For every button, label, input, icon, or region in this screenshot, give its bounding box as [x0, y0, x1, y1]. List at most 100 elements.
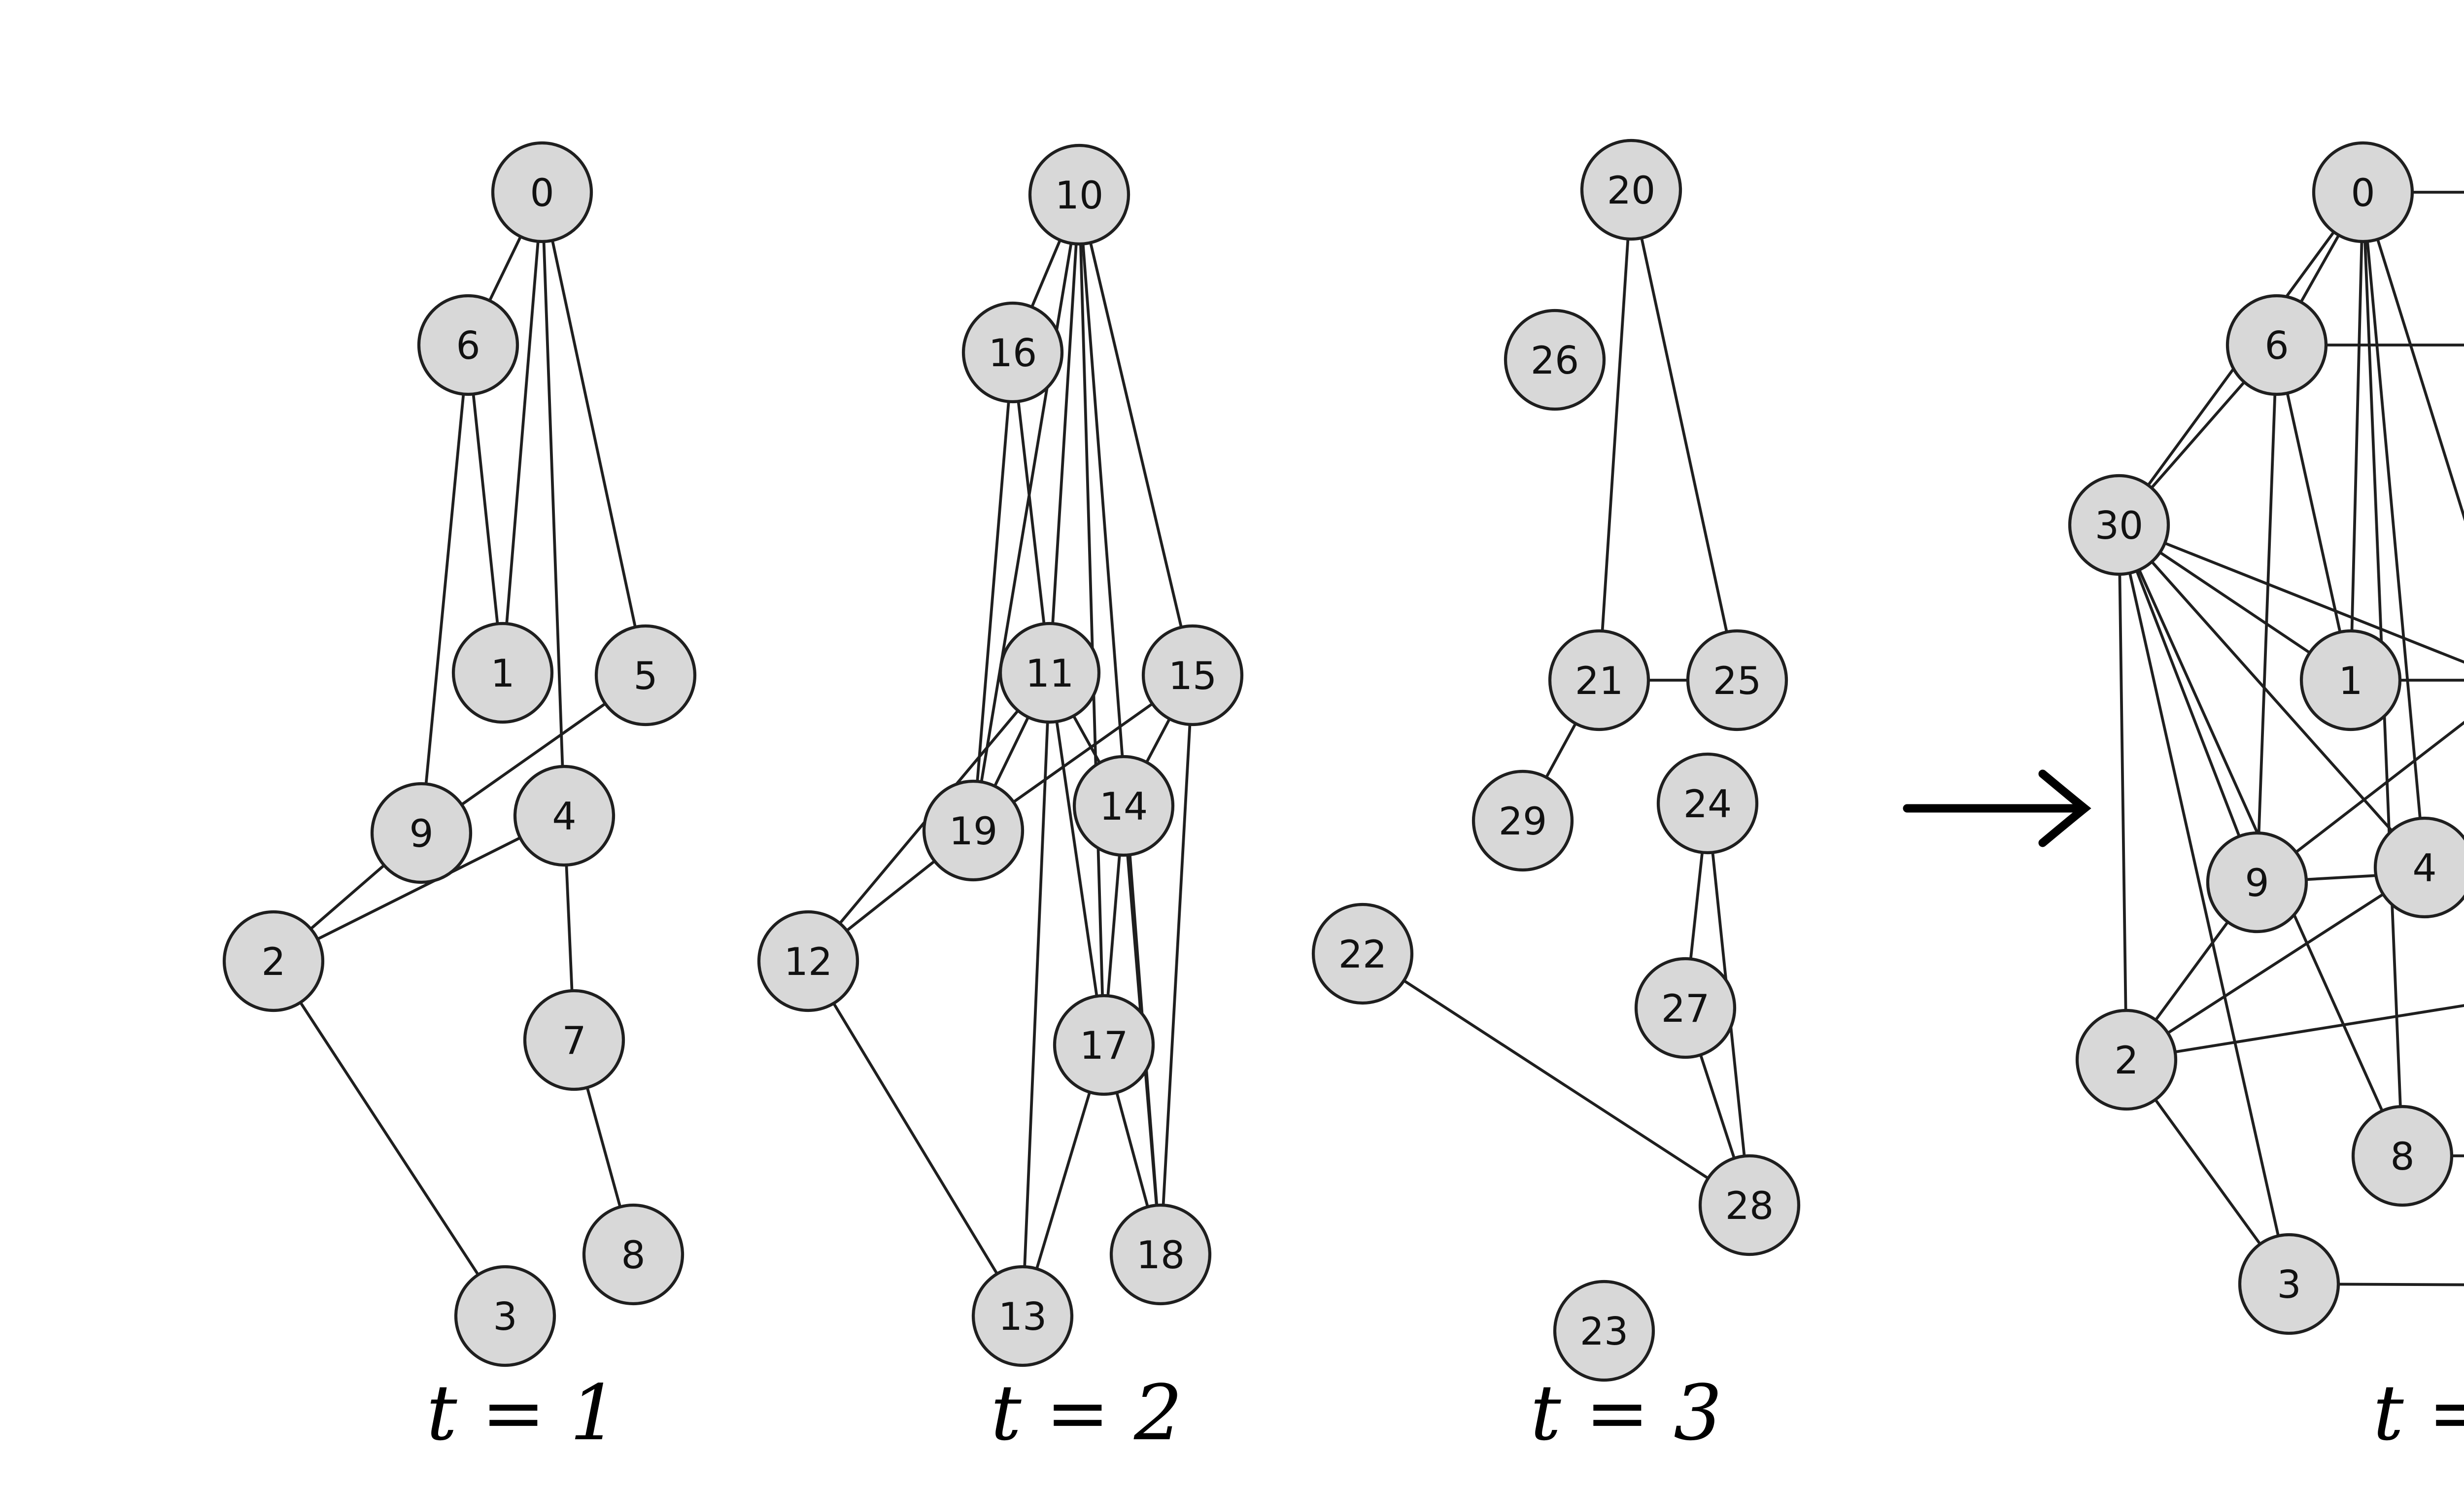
graph-node-t1-8: 8	[582, 1203, 684, 1306]
node-label: 14	[1099, 785, 1148, 829]
graph-node-t2-15: 15	[1141, 624, 1244, 727]
graph-node-supra-9: 9	[2206, 831, 2308, 934]
node-circle	[1472, 769, 1574, 872]
node-circle	[998, 622, 1101, 724]
node-circle	[2373, 816, 2464, 919]
graph-node-t2-14: 14	[1072, 755, 1175, 857]
node-circle	[2225, 294, 2328, 396]
time-label-t3-0: t = 3	[1530, 1368, 1722, 1457]
node-label: 25	[1713, 659, 1762, 703]
node-circle	[1656, 752, 1759, 855]
node-circle	[1548, 629, 1650, 731]
node-label: 17	[1080, 1024, 1129, 1068]
node-circle	[2299, 629, 2402, 731]
graph-edge-t1-0-1	[501, 191, 544, 674]
graph-edge-t2-11-13	[1021, 671, 1051, 1318]
graph-edge-t1-2-3	[272, 960, 507, 1318]
node-label: 30	[2095, 504, 2144, 548]
node-label: 24	[1683, 782, 1732, 827]
node-circle	[2068, 474, 2170, 576]
node-circle	[1053, 994, 1155, 1096]
graph-edge-supra-6-1	[2275, 344, 2352, 682]
node-circle	[222, 910, 325, 1012]
graph-edge-supra-30-9	[2118, 523, 2259, 884]
graph-edge-supra-5-9	[2256, 721, 2464, 884]
graph-node-t3-28: 28	[1698, 1154, 1801, 1256]
graph-edge-t3-20-25	[1630, 188, 1739, 682]
graph-edge-supra-0-5	[2361, 191, 2464, 521]
arrow-icon	[1903, 769, 2091, 847]
graph-edge-t2-15-18	[1159, 674, 1194, 1256]
node-circle	[454, 1265, 556, 1367]
node-circle	[451, 622, 554, 724]
node-label: 2	[2114, 1039, 2138, 1083]
graph-node-t1-0: 0	[491, 141, 593, 243]
graph-node-t2-13: 13	[971, 1265, 1074, 1367]
node-circle	[417, 294, 519, 396]
graph-node-t1-6: 6	[417, 294, 519, 396]
node-circle	[491, 141, 593, 243]
node-label: 15	[1168, 654, 1217, 698]
time-label-t2-0: t = 2	[991, 1368, 1182, 1457]
graph-node-t3-21: 21	[1548, 629, 1650, 731]
node-label: 28	[1725, 1184, 1774, 1228]
graph-node-t1-1: 1	[451, 622, 554, 724]
node-label: 16	[989, 331, 1037, 376]
node-label: 4	[2412, 846, 2436, 891]
node-circle	[1553, 1280, 1655, 1382]
node-circle	[2238, 1233, 2340, 1335]
node-label: 8	[621, 1233, 645, 1278]
node-circle	[1072, 755, 1175, 857]
graph-edge-supra-6-9	[2256, 344, 2278, 884]
graph-node-t1-9: 9	[370, 782, 473, 884]
node-circle	[1698, 1154, 1801, 1256]
graph-node-supra-1: 1	[2299, 629, 2402, 731]
graph-edge-t2-10-15	[1078, 193, 1194, 677]
graph-node-t2-10: 10	[1028, 143, 1130, 246]
node-circle	[1109, 1203, 1212, 1306]
graph-node-supra-30: 30	[2068, 474, 2170, 576]
node-circle	[1028, 143, 1130, 246]
node-label: 23	[1580, 1310, 1629, 1354]
node-label: 26	[1531, 339, 1579, 383]
node-label: 27	[1661, 987, 1710, 1031]
node-label: 20	[1607, 169, 1656, 213]
node-label: 19	[949, 809, 998, 854]
graph-node-t3-27: 27	[1634, 957, 1737, 1059]
graph-edge-t3-22-28	[1361, 952, 1751, 1207]
node-label: 11	[1026, 652, 1074, 696]
graph-edge-t2-10-19	[972, 193, 1081, 832]
graph-node-t2-11: 11	[998, 622, 1101, 724]
node-label: 0	[530, 171, 554, 215]
graph-edge-t1-6-1	[467, 344, 504, 674]
graph-edge-supra-2-4	[2125, 866, 2426, 1061]
graph-edge-t2-11-17	[1048, 671, 1105, 1046]
node-circle	[513, 764, 616, 867]
graph-node-t3-22: 22	[1311, 902, 1414, 1005]
node-label: 10	[1055, 173, 1104, 218]
graph-edge-t2-16-11	[1011, 351, 1051, 674]
graph-node-supra-4: 4	[2373, 816, 2464, 919]
graph-edge-supra-30-2	[2118, 523, 2128, 1061]
node-circle	[757, 910, 859, 1012]
node-circle	[1686, 629, 1788, 731]
graph-node-t3-24: 24	[1656, 752, 1759, 855]
node-circle	[971, 1265, 1074, 1367]
node-circle	[961, 301, 1064, 404]
node-circle	[582, 1203, 684, 1306]
graph-node-supra-0: 0	[2312, 141, 2414, 243]
graph-node-t2-18: 18	[1109, 1203, 1212, 1306]
node-circle	[922, 779, 1025, 882]
node-circle	[1580, 139, 1682, 241]
node-label: 3	[2277, 1263, 2301, 1307]
node-circle	[2312, 141, 2414, 243]
node-label: 9	[409, 812, 433, 856]
graph-node-t1-5: 5	[594, 624, 697, 727]
graph-edge-supra-9-19	[2256, 869, 2464, 884]
graph-edge-t2-12-13	[807, 960, 1024, 1318]
graph-node-t1-7: 7	[523, 989, 625, 1091]
